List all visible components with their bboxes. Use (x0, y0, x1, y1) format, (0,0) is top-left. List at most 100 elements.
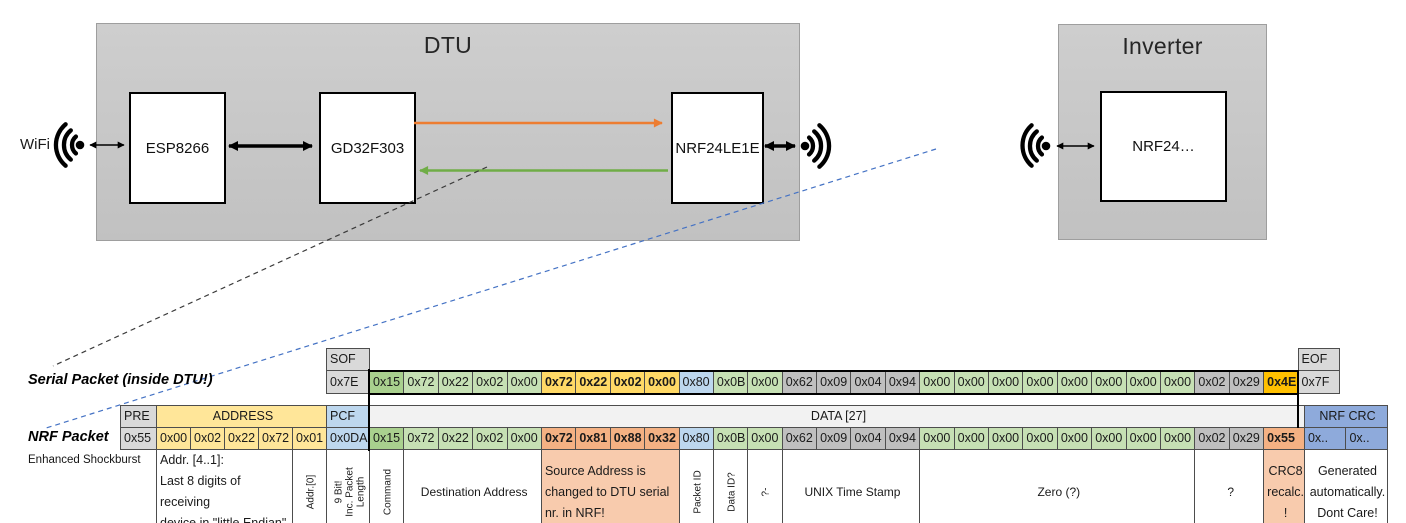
nrf-byte-cell: 0x80 (678, 427, 714, 450)
serial-byte-cell: 0x00 (919, 369, 955, 395)
nrf-byte-cell: 0x72 (403, 427, 439, 450)
addr-4-1-note: Addr. [4..1]: Last 8 digits of receiving… (156, 449, 293, 523)
nrf-byte-cell: 0x02 (472, 427, 508, 450)
address-byte-cell: 0x00 (156, 427, 191, 450)
nrf-byte-cell: 0x00 (1091, 427, 1127, 450)
question-note: ? (1194, 449, 1265, 523)
nrf-byte-cell: 0x0B (712, 427, 749, 450)
serial-byte-cell: 0x15 (368, 369, 405, 395)
nrf24le1e-label: NRF24LE1E (675, 139, 760, 157)
nrf-byte-cell: 0x15 (368, 427, 405, 450)
nrf-byte-cell: 0x32 (644, 427, 680, 450)
data-id-note: Data ID? (712, 449, 749, 523)
pcf-value: 0x0DA (326, 427, 370, 450)
serial-byte-cell: 0x00 (953, 369, 990, 395)
gd32f303-label: GD32F303 (330, 139, 405, 157)
eof-header: EOF (1297, 348, 1341, 371)
pcf-note: 9 Bit! Inc. Packet Length (326, 449, 370, 523)
serial-byte-cell: 0x72 (540, 369, 577, 395)
addr-0-note: Addr.[0] (292, 449, 327, 523)
serial-packet-label: Serial Packet (inside DTU!) (28, 372, 213, 388)
nrf-byte-cell: 0x00 (747, 427, 783, 450)
nrf-byte-cell: 0x62 (781, 427, 818, 450)
nrf-packet-label: NRF Packet (28, 429, 109, 445)
nrf-byte-cell: 0x04 (850, 427, 886, 450)
nrf-annotations-row: Addr. [4..1]: Last 8 digits of receiving… (121, 449, 1388, 523)
serial-byte-cell: 0x22 (437, 369, 474, 395)
serial-byte-cell: 0x02 (472, 369, 508, 395)
enhanced-shockburst-label: Enhanced Shockburst (28, 454, 141, 466)
sof-value: 0x7E (326, 370, 370, 394)
zero-note: Zero (?) (919, 449, 1196, 523)
serial-byte-cell: 0x09 (816, 369, 852, 395)
pre-header: PRE (120, 405, 157, 428)
nrf-byte-cell: 0x94 (884, 427, 921, 450)
nrf-header-row: PRE ADDRESS PCF DATA [27] NRF CRC (120, 405, 1388, 428)
inverter-nrf24-label: NRF24… (1132, 138, 1195, 155)
spacer (121, 450, 157, 523)
gd32f303-box: GD32F303 (319, 92, 416, 204)
unknown-byte-note: ?- (747, 449, 783, 523)
eof-value: 0x7F (1297, 370, 1341, 394)
nrf24le1e-box: NRF24LE1E (671, 92, 764, 204)
address-byte-cell: 0x01 (292, 427, 327, 450)
serial-byte-cell: 0x00 (747, 369, 783, 395)
data-boundary-line-left (367, 369, 370, 451)
serial-byte-cell: 0x72 (403, 369, 439, 395)
nrf-byte-cell: 0x02 (1194, 427, 1230, 450)
nrf-byte-cell: 0x00 (506, 427, 542, 450)
serial-byte-cell: 0x02 (609, 369, 646, 395)
nrf-byte-cell: 0x00 (1056, 427, 1093, 450)
nrf-byte-cell: 0x00 (1125, 427, 1161, 450)
nrf-crc-value: 0x.. (1303, 427, 1347, 450)
nrf-byte-cell: 0x09 (816, 427, 852, 450)
packet-id-note: Packet ID (678, 449, 714, 523)
serial-byte-cell: 0x00 (1091, 369, 1127, 395)
data-boundary-line-right (1296, 370, 1299, 428)
serial-byte-cell: 0x02 (1194, 369, 1230, 395)
inverter-title: Inverter (1122, 33, 1203, 59)
nrf-byte-cell: 0x88 (609, 427, 646, 450)
nrf-byte-cell: 0x00 (953, 427, 990, 450)
serial-byte-cell: 0x29 (1228, 369, 1265, 395)
esp8266-label: ESP8266 (145, 139, 210, 157)
source-address-note: Source Address is changed to DTU serial … (540, 449, 680, 523)
pcf-header: PCF (326, 405, 370, 428)
nrf-byte-cell: 0x00 (1159, 427, 1196, 450)
address-byte-cell: 0x22 (224, 427, 259, 450)
spacer (370, 349, 1299, 371)
esp8266-box: ESP8266 (129, 92, 226, 204)
address-byte-cell: 0x72 (258, 427, 293, 450)
dtu-title: DTU (423, 32, 473, 58)
pre-value: 0x55 (120, 427, 157, 450)
nrf-byte-cell: 0x00 (919, 427, 955, 450)
serial-header-row: SOF EOF (326, 348, 1341, 371)
serial-byte-cell: 0x00 (1125, 369, 1161, 395)
nrf-byte-cell: 0x22 (437, 427, 474, 450)
wifi-icon-dtu-right (800, 123, 832, 169)
serial-byte-cell: 0x00 (1022, 369, 1058, 395)
nrf-crc-note: Generated automatically. Dont Care! (1303, 449, 1388, 523)
address-header: ADDRESS (156, 405, 327, 428)
address-byte-cell: 0x02 (190, 427, 225, 450)
serial-byte-cell: 0x00 (988, 369, 1024, 395)
nrf-crc-header: NRF CRC (1303, 405, 1388, 428)
serial-byte-cell: 0x04 (850, 369, 886, 395)
nrf-crc-value: 0x.. (1345, 427, 1388, 450)
nrf-byte-cell: 0x81 (575, 427, 611, 450)
serial-byte-cell: 0x00 (1159, 369, 1196, 395)
sof-header: SOF (326, 348, 370, 371)
serial-byte-cell: 0x00 (1056, 369, 1093, 395)
serial-byte-cell: 0x62 (781, 369, 818, 395)
serial-byte-cell: 0x94 (884, 369, 921, 395)
command-note: Command (368, 449, 405, 523)
data-header: DATA [27] (369, 405, 1305, 428)
wifi-label: WiFi (20, 136, 50, 153)
nrf-byte-cell: 0x55 (1263, 427, 1305, 450)
serial-byte-cell: 0x00 (644, 369, 680, 395)
